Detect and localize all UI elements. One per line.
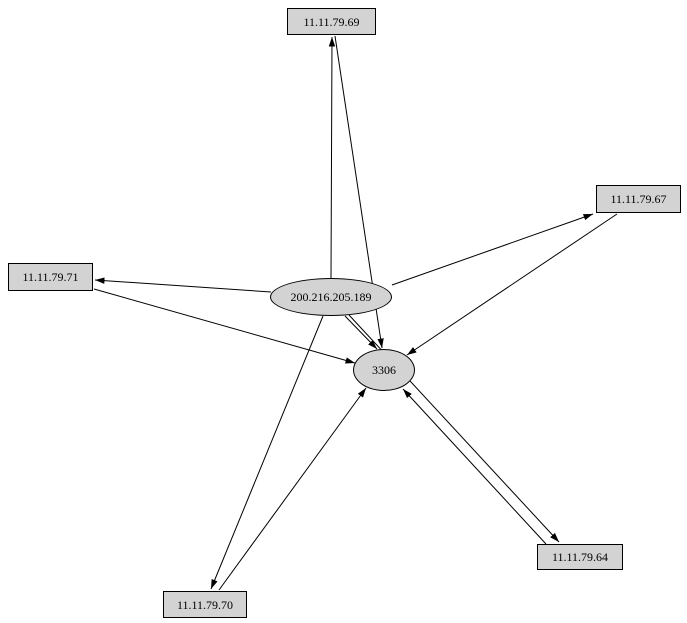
node-200-216-205-189: 200.216.205.189 xyxy=(270,278,392,316)
edge-64-to-port xyxy=(402,388,547,545)
edge-71-to-port xyxy=(93,288,356,364)
edge-70-to-port xyxy=(218,387,367,591)
edge-center-to-71 xyxy=(94,277,272,293)
edge-center-to-port xyxy=(344,315,378,350)
edge-center-to-69 xyxy=(328,36,336,279)
node-11-11-79-71: 11.11.79.71 xyxy=(8,263,93,291)
edge-center-to-67 xyxy=(391,213,594,286)
edge-67-to-port xyxy=(406,213,618,356)
node-11-11-79-70: 11.11.79.70 xyxy=(163,591,247,618)
node-11-11-79-64: 11.11.79.64 xyxy=(537,544,623,570)
node-11-11-79-69: 11.11.79.69 xyxy=(287,8,376,35)
node-3306: 3306 xyxy=(353,349,415,391)
node-11-11-79-67: 11.11.79.67 xyxy=(596,185,681,213)
edge-center-to-70 xyxy=(210,315,324,590)
